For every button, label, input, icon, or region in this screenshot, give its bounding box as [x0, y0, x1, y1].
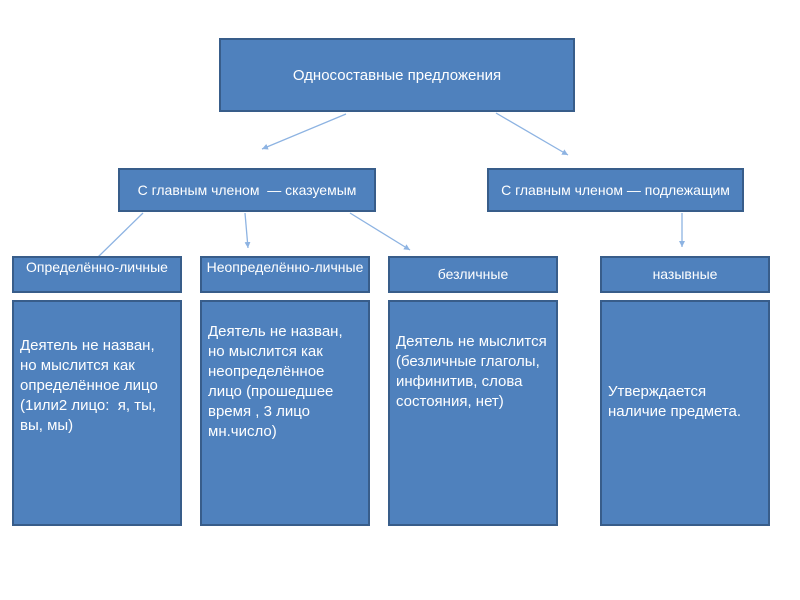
root-label: Односоставные предложения: [292, 66, 502, 84]
type-header-impersonal: безличные: [388, 256, 558, 293]
type-header-label: Неопределённо-личные: [206, 259, 364, 275]
category-predicate-label: С главным членом — сказуемым: [137, 181, 357, 198]
connector-root-right: [495, 112, 569, 156]
type-description-definite-personal: Деятель не назван, но мыслится как опред…: [12, 300, 182, 526]
category-subject-label: С главным членом — подлежащим: [501, 181, 730, 198]
type-header-nominative: назывные: [600, 256, 770, 293]
type-header-label: Определённо-личные: [26, 259, 168, 275]
connector-root-left: [261, 113, 347, 150]
type-header-label: назывные: [652, 266, 718, 282]
root-node: Односоставные предложения: [219, 38, 575, 112]
type-header-label: безличные: [437, 266, 509, 282]
connector-left-type1: [96, 212, 144, 259]
type-description-text: Деятель не назван, но мыслится как неопр…: [208, 323, 347, 440]
type-description-indefinite-personal: Деятель не назван, но мыслится как неопр…: [200, 300, 370, 526]
category-predicate: С главным членом — сказуемым: [118, 168, 376, 212]
type-header-indefinite-personal: Неопределённо-личные: [200, 256, 370, 293]
type-description-nominative: Утверждается наличие предмета.: [600, 300, 770, 526]
category-subject: С главным членом — подлежащим: [487, 168, 744, 212]
type-description-text: Утверждается наличие предмета.: [608, 383, 742, 420]
type-description-text: Деятель не назван, но мыслится как опред…: [20, 337, 165, 434]
connector-left-type3: [349, 212, 411, 251]
connector-left-type2: [244, 212, 251, 249]
type-description-text: Деятель не мыслится (безличные глаголы, …: [396, 333, 551, 410]
type-header-definite-personal: Определённо-личные: [12, 256, 182, 293]
type-description-impersonal: Деятель не мыслится (безличные глаголы, …: [388, 300, 558, 526]
